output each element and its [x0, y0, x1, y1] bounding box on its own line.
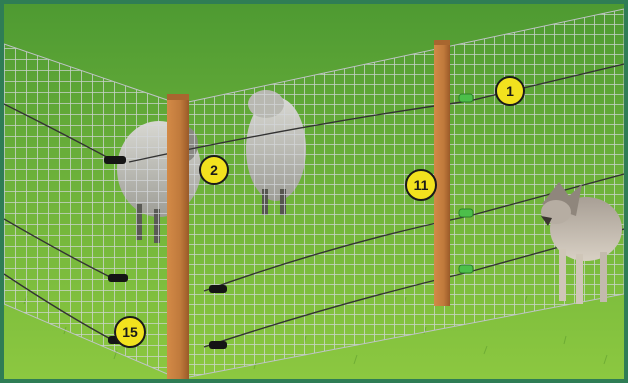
callout-15-label: 15: [122, 324, 138, 340]
fence-illustration: 1 2 11 15: [4, 4, 624, 379]
fence-post-front: [167, 94, 189, 379]
callout-2: 2: [200, 156, 228, 184]
callout-2-label: 2: [210, 162, 218, 178]
fence-post-back: [434, 40, 450, 306]
callout-15: 15: [115, 317, 145, 347]
callout-11-label: 11: [414, 177, 429, 193]
callout-1-label: 1: [506, 83, 514, 99]
callout-11: 11: [406, 170, 436, 200]
callout-1: 1: [496, 77, 524, 105]
